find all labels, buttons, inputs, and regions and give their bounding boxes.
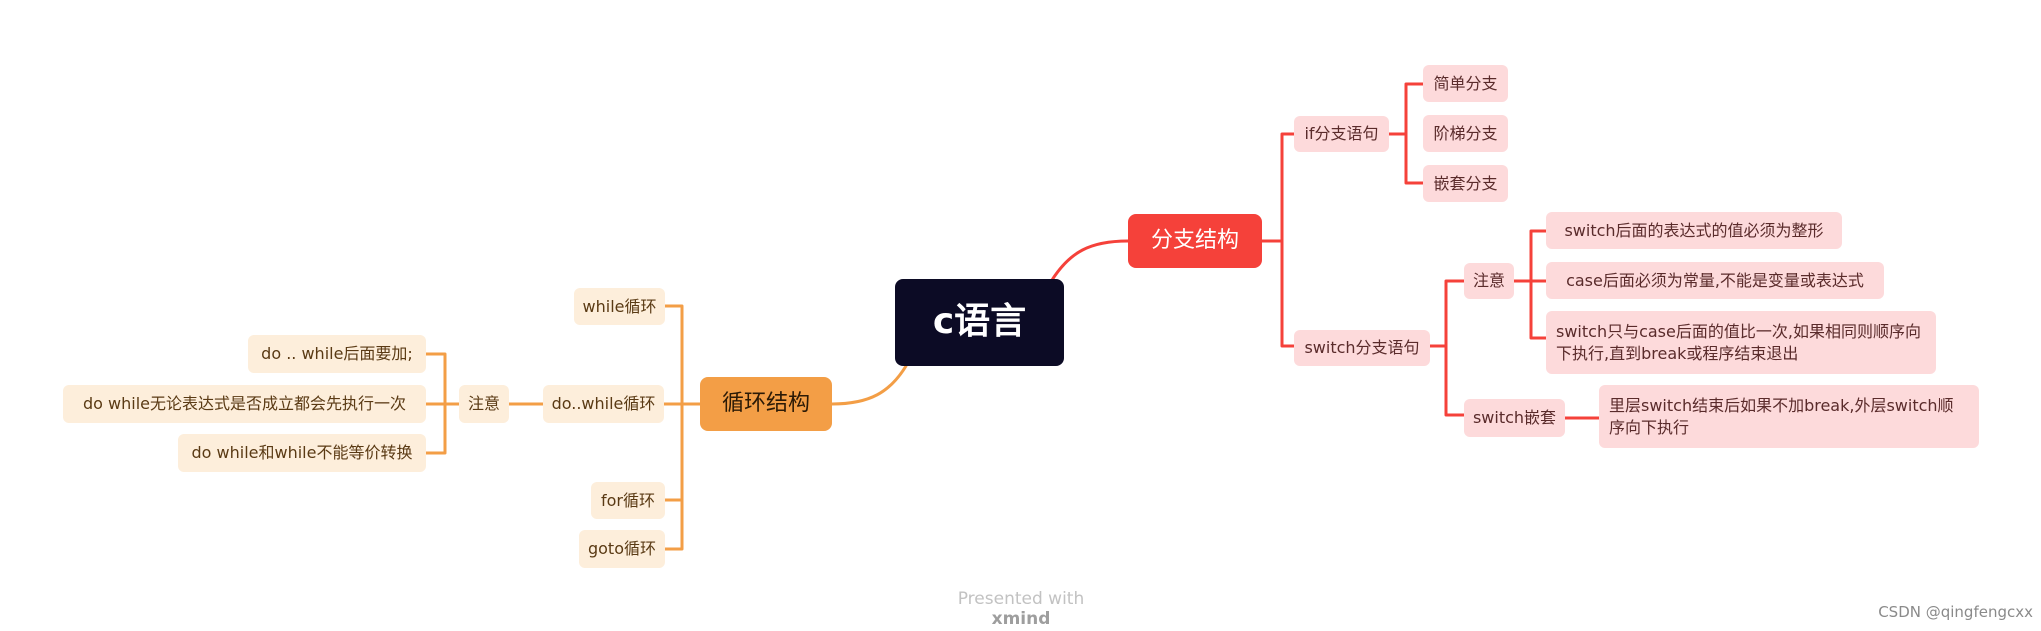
dowhile-note-node[interactable]: 注意: [459, 385, 509, 423]
connector-loop-trunk: [658, 304, 702, 551]
csdn-credit: CSDN @qingfengcxx: [1878, 603, 2033, 621]
simple-branch-node[interactable]: 简单分支: [1423, 65, 1508, 102]
presented-text: Presented with: [957, 589, 1085, 609]
dowhile-run-once-node[interactable]: do while无论表达式是否成立都会先执行一次: [63, 385, 426, 423]
branch-structure-node[interactable]: 分支结构: [1128, 214, 1262, 268]
connector-note-children: [1512, 229, 1548, 340]
for-loop-node[interactable]: for循环: [591, 482, 665, 519]
connector-root-loop: [830, 364, 908, 406]
switch-nested-rule-node[interactable]: 里层switch结束后如果不加break,外层switch顺序向下执行: [1599, 385, 1979, 448]
xmind-brand: xmind: [991, 609, 1051, 629]
switch-nested-node[interactable]: switch嵌套: [1464, 399, 1565, 437]
switch-rule-integer-node[interactable]: switch后面的表达式的值必须为整形: [1546, 212, 1842, 249]
root-node[interactable]: c语言: [895, 279, 1064, 366]
if-statement-node[interactable]: if分支语句: [1294, 116, 1389, 152]
switch-rule-sequence-node[interactable]: switch只与case后面的值比一次,如果相同则顺序向下执行,直到break或…: [1546, 311, 1936, 374]
connector-note-left: [424, 352, 461, 455]
dowhile-loop-node[interactable]: do..while循环: [543, 385, 664, 423]
connector-switch-trunk: [1428, 279, 1466, 417]
switch-statement-node[interactable]: switch分支语句: [1294, 330, 1430, 366]
ladder-branch-node[interactable]: 阶梯分支: [1423, 115, 1508, 152]
while-loop-node[interactable]: while循环: [574, 288, 665, 325]
dowhile-not-equivalent-node[interactable]: do while和while不能等价转换: [178, 434, 426, 472]
switch-rule-constant-node[interactable]: case后面必须为常量,不能是变量或表达式: [1546, 262, 1884, 299]
loop-structure-node[interactable]: 循环结构: [700, 377, 832, 431]
connector-root-branch: [1050, 239, 1130, 282]
nested-branch-node[interactable]: 嵌套分支: [1423, 165, 1508, 202]
connector-branch-trunk: [1260, 132, 1296, 348]
presented-with-watermark: Presented with xmind: [928, 589, 1114, 629]
switch-note-node[interactable]: 注意: [1464, 263, 1514, 299]
dowhile-semicolon-node[interactable]: do .. while后面要加;: [248, 335, 426, 373]
connector-if-children: [1387, 82, 1425, 185]
goto-loop-node[interactable]: goto循环: [579, 530, 665, 568]
